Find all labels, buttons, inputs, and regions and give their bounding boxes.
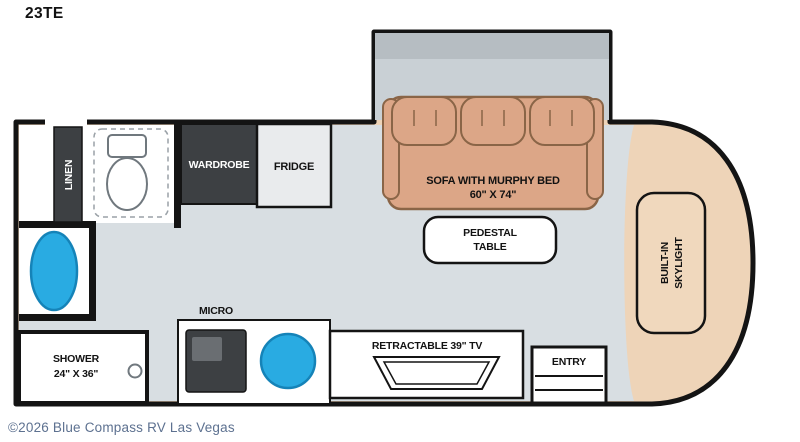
wall-segment: [19, 221, 96, 228]
entry-label: ENTRY: [552, 356, 586, 368]
shower-size-label: 24" X 36": [54, 368, 99, 380]
slideout-band: [375, 33, 609, 59]
tv-unit: RETRACTABLE 39" TV: [328, 329, 525, 400]
sofa-size-label: 60" X 74": [470, 189, 517, 201]
bathroom-floor: [19, 125, 176, 223]
tv-label: RETRACTABLE 39" TV: [372, 340, 482, 352]
sofa-label: SOFA WITH MURPHY BED: [426, 175, 560, 187]
sofa-cushion: [529, 96, 595, 146]
micro-label: MICRO: [199, 305, 233, 317]
window-gap: [45, 117, 87, 127]
shower-drain-icon: [127, 363, 143, 379]
sofa-cushion: [391, 96, 457, 146]
shower-label: SHOWER: [53, 353, 100, 365]
pedestal-table-label2: TABLE: [473, 241, 506, 253]
pedestal-table: PEDESTAL TABLE: [422, 215, 558, 265]
linen-label: LINEN: [63, 160, 75, 191]
sofa-cushion: [460, 96, 526, 146]
fridge-label: FRIDGE: [274, 161, 314, 173]
cooktop-detail: [192, 337, 222, 361]
vanity-sink: [29, 230, 79, 312]
wardrobe-label: WARDROBE: [189, 159, 250, 171]
sofa-murphy-bed: SOFA WITH MURPHY BED 60" X 74": [382, 95, 604, 211]
entry-steps: [535, 375, 603, 391]
wardrobe: WARDROBE: [180, 123, 258, 205]
model-label: 23TE: [25, 5, 64, 22]
skylight-label: BUILT-IN: [659, 242, 671, 284]
tv-shape-inner: [382, 361, 491, 385]
toilet-bowl: [106, 157, 148, 211]
linen-cabinet: LINEN: [53, 126, 83, 223]
sofa-tufting: [413, 110, 573, 126]
entry: ENTRY: [530, 345, 608, 405]
wall-segment: [174, 122, 181, 228]
wall-segment: [89, 221, 96, 321]
pedestal-table-label: PEDESTAL: [463, 227, 517, 239]
skylight: BUILT-IN SKYLIGHT: [635, 191, 707, 335]
kitchen-counter: [177, 319, 331, 405]
fridge: FRIDGE: [255, 122, 333, 209]
toilet-tank: [107, 134, 147, 158]
shower: SHOWER 24" X 36": [17, 330, 149, 405]
toilet-clearance: [93, 128, 169, 218]
skylight-label2: SKYLIGHT: [673, 236, 685, 288]
toilet: [106, 134, 148, 211]
copyright-text: ©2026 Blue Compass RV Las Vegas: [8, 420, 235, 435]
wall-segment: [19, 314, 96, 321]
kitchen-sink: [259, 332, 317, 390]
